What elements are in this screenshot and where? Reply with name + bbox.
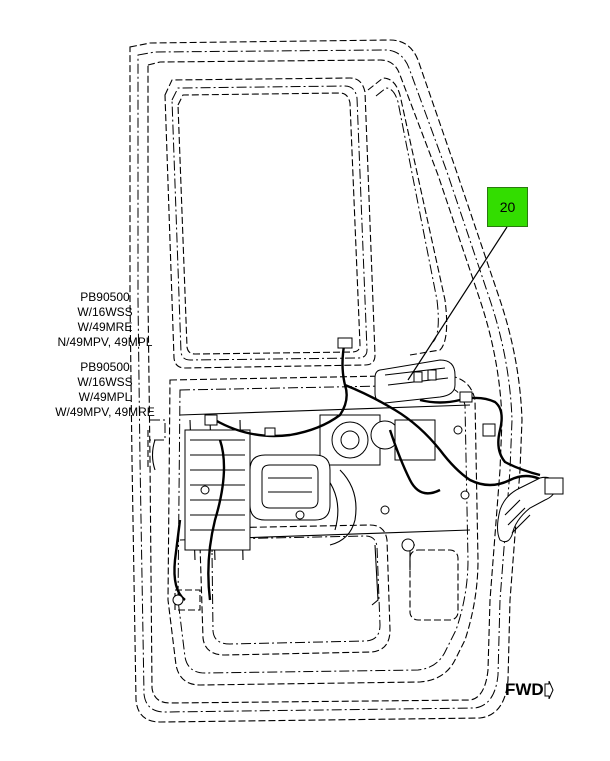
callout-20-box[interactable]: 20 — [487, 187, 528, 227]
note-line: W/49MPL — [78, 390, 132, 404]
note-line: W/16WSS — [77, 305, 133, 319]
note-label-group-2: PB90500 W/16WSS W/49MPL W/49MPV, 49MRE — [26, 360, 184, 420]
door-hardware — [147, 425, 470, 606]
forward-arrow-icon — [544, 681, 554, 699]
door-handle — [249, 454, 331, 521]
window-regulator — [179, 404, 471, 606]
note-line: N/49MPV, 49MPL — [57, 335, 153, 349]
note-line: PB90500 — [80, 360, 130, 374]
fwd-label: FWD — [505, 680, 544, 699]
note-line: PB90500 — [80, 290, 130, 304]
callout-leader-line — [407, 226, 508, 381]
note-line: W/49MRE — [77, 320, 133, 334]
note-label-group-1: PB90500 W/16WSS W/49MRE N/49MPV, 49MPL — [26, 290, 184, 350]
harness-grommet — [497, 476, 564, 543]
fwd-indicator: FWD — [505, 680, 554, 700]
control-module — [374, 359, 456, 404]
note-line: W/49MPV, 49MRE — [55, 405, 155, 419]
note-line: W/16WSS — [77, 375, 133, 389]
wiring-harness — [173, 337, 551, 601]
callout-number: 20 — [499, 199, 516, 215]
window-opening — [164, 77, 448, 369]
